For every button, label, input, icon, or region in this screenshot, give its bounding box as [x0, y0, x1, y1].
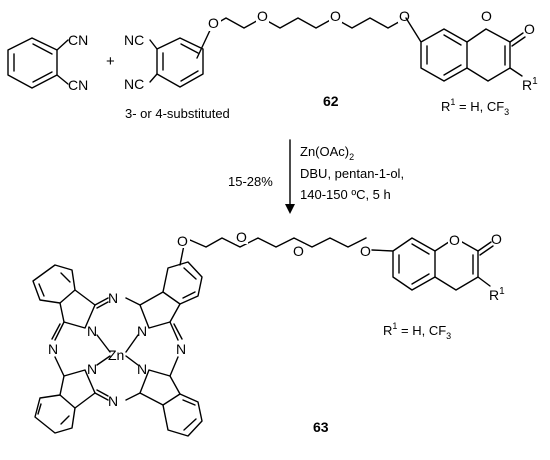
compound-63-r1-bond [477, 276, 491, 287]
pc-inner-n-bottom-right: N [137, 361, 147, 377]
phthalonitrile-ring [7, 37, 58, 89]
compound-62-r1-label: R1 [522, 76, 538, 93]
compound-63-r1-definition: R1 = H, CF3 [383, 321, 451, 341]
compound-62-carbonyl-bond [509, 32, 526, 47]
compound-63-ether-o4: O [360, 243, 371, 259]
compound-62-ether-o2: O [257, 8, 268, 24]
compound-62-ether-o3: O [330, 8, 341, 24]
compound-63-ring-o: O [449, 232, 460, 248]
compound-63-ether-o2: O [236, 229, 247, 245]
pc-zinc-coordination [96, 334, 139, 366]
compound-63-carbonyl-bond [477, 241, 494, 256]
compound-63-coumarin-benzo-ring [371, 237, 436, 291]
compound-62-r1-bond [509, 67, 523, 77]
reagent-dbu-solvent: DBU, pentan-1-ol, [300, 166, 404, 181]
compound-62-coumarin-pyrone-ring [466, 28, 511, 82]
compound-62-benzene-ring [156, 37, 204, 88]
pc-inner-n-top-right: N [137, 323, 147, 339]
compound-63-r1-label: R1 [489, 286, 505, 303]
reaction-yield: 15-28% [228, 174, 273, 189]
compound-63-ether-o3: O [293, 243, 304, 259]
pc-inner-n-bottom-left: N [87, 361, 97, 377]
compound-62-nc-top: NC [124, 32, 144, 48]
pc-benzo-ring-bottom-right [162, 393, 203, 437]
compound-62-structure: NC NC O O O O O O R1 [124, 8, 538, 93]
reagent-zinc-acetate: Zn(OAc)2 [300, 144, 354, 162]
phthalonitrile-cn-bottom: CN [68, 77, 88, 93]
compound-62-nc-bottom: NC [124, 76, 144, 92]
compound-63-carbonyl-o: O [491, 231, 502, 247]
reaction-temperature-time: 140-150 ºC, 5 h [300, 187, 391, 202]
pc-meso-n-right: N [176, 341, 186, 357]
phthalonitrile-ring-double-bonds [13, 43, 53, 83]
compound-62-cn-bonds [149, 39, 158, 83]
substitution-caption: 3- or 4-substituted [125, 106, 230, 121]
compound-62-ring-double-bonds [162, 43, 199, 82]
compound-62-ether-o1: O [208, 15, 219, 31]
phthalonitrile-cn-bonds [56, 39, 69, 85]
compound-63-ether-o1: O [177, 233, 188, 249]
compound-62-r1-definition: R1 = H, CF3 [441, 97, 509, 117]
compound-62-carbonyl-o: O [524, 21, 535, 37]
plus-sign: + [106, 53, 115, 70]
compound-62-coumarin-benzo-double-bonds [426, 34, 462, 76]
pc-benzo-ring-top-left [32, 264, 76, 304]
compound-number-63: 63 [313, 419, 329, 435]
pc-meso-n-top: N [108, 290, 118, 306]
pc-benzo-ring-bottom-left [34, 394, 76, 434]
pc-meso-n-bottom: N [108, 393, 118, 409]
compound-62-ring-o: O [481, 8, 492, 24]
pc-pyrrole-top-right [139, 291, 181, 329]
pc-meso-bridges [51, 297, 183, 401]
compound-63-coumarin-benzo-double-bonds [398, 243, 430, 285]
compound-63-linker-chain [179, 237, 367, 266]
pc-pyrrole-bottom-left [59, 369, 96, 409]
compound-number-62: 62 [323, 93, 339, 109]
pc-meso-n-left: N [48, 341, 58, 357]
pc-pyrrole-bottom-right [139, 369, 181, 406]
phthalonitrile-structure: CN CN [7, 32, 88, 93]
pc-zinc-center: Zn [108, 347, 124, 363]
reaction-arrow [285, 139, 295, 214]
compound-62-ether-o4: O [399, 8, 410, 24]
phthalonitrile-cn-top: CN [68, 32, 88, 48]
pc-benzo-ring-top-right [162, 261, 203, 305]
compound-62-linker-chain [196, 17, 407, 59]
pc-inner-n-top-left: N [87, 323, 97, 339]
pc-pyrrole-top-left [59, 289, 96, 329]
compound-62-coumarin-benzo-ring [405, 17, 468, 82]
compound-63-structure: O O O O O O R1 N N N N N N N N Zn [32, 229, 505, 437]
